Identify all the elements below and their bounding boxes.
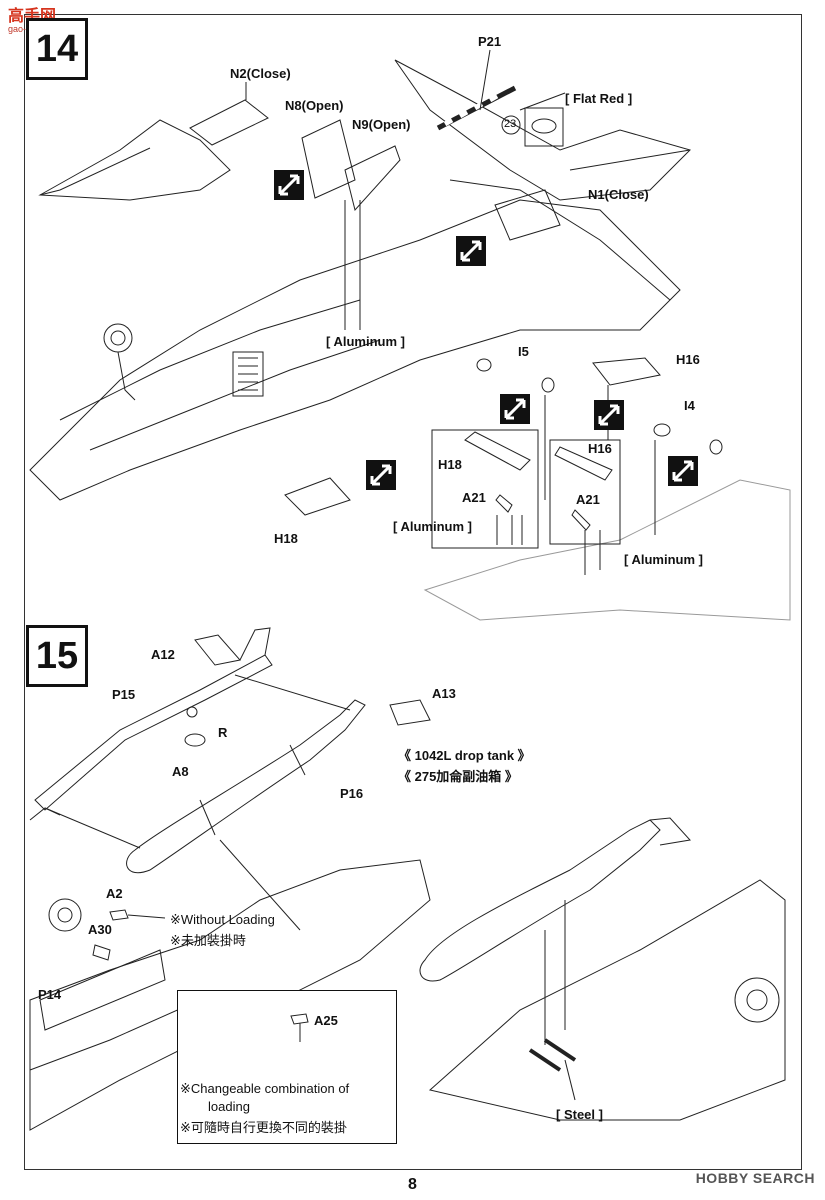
nose-gear-wheel — [103, 323, 133, 353]
label-a8: A8 — [172, 764, 189, 779]
label-aluminum-2: [ Aluminum ] — [393, 519, 472, 534]
detail-23-frame — [524, 107, 564, 147]
flip-over-icon — [504, 398, 526, 420]
part-a12 — [194, 634, 241, 666]
flip-marker-5 — [668, 456, 698, 486]
detail-box-left — [431, 429, 539, 549]
part-a2 — [109, 909, 129, 921]
door-n1 — [494, 189, 561, 241]
label-h18-box: H18 — [438, 457, 462, 472]
label-p14: P14 — [38, 987, 62, 1002]
door-n2 — [189, 99, 269, 146]
step-14-number: 14 — [26, 18, 88, 80]
label-n8: N8(Open) — [285, 98, 344, 113]
flip-marker-6 — [366, 460, 396, 490]
label-aluminum-1: [ Aluminum ] — [326, 334, 405, 349]
grill-h16 — [554, 446, 613, 481]
part-a21-right — [571, 509, 591, 531]
label-changeable-zh: ※可隨時自行更換不同的裝掛 — [180, 1120, 347, 1135]
wing-underside-right — [428, 879, 786, 1121]
callout-23 — [501, 115, 521, 135]
label-p16: P16 — [340, 786, 364, 801]
step-15-number: 15 — [26, 625, 88, 687]
right-tail — [394, 59, 691, 201]
label-i4: I4 — [684, 398, 695, 413]
wing-underside-left — [29, 859, 431, 1131]
part-r — [186, 706, 198, 718]
pylon-fin — [239, 627, 271, 661]
page-frame — [24, 14, 802, 1170]
part-a21-left — [495, 494, 513, 513]
flip-over-icon — [598, 404, 620, 426]
watermark-bottom-right: HOBBY SEARCH — [696, 1170, 815, 1186]
label-r: R — [218, 725, 228, 740]
label-without-loading-zh: ※未加裝掛時 — [170, 933, 246, 948]
drop-tank-installed — [419, 819, 661, 982]
door-n9 — [344, 145, 401, 212]
plate-h16-top — [592, 357, 661, 386]
watermark-brand: HOBBY SEARCH — [695, 1170, 815, 1186]
label-steel: [ Steel ] — [556, 1107, 603, 1122]
cap-i5-a — [476, 358, 492, 372]
label-h16-box: H16 — [588, 441, 612, 456]
label-a25: A25 — [314, 1013, 338, 1028]
label-a13: A13 — [432, 686, 456, 701]
label-changeable-en-1: ※Changeable combination of — [180, 1081, 350, 1096]
label-p21: P21 — [478, 34, 502, 49]
label-p15: P15 — [112, 687, 136, 702]
drop-tank-p16 — [126, 699, 366, 874]
label-changeable-en-2: loading — [208, 1099, 250, 1114]
flip-over-icon — [278, 174, 300, 196]
cap-i5-b — [541, 377, 555, 393]
left-wing — [38, 119, 231, 201]
label-23: 23 — [504, 118, 517, 130]
label-h16-top: H16 — [676, 352, 700, 367]
label-a2: A2 — [106, 886, 123, 901]
label-n9: N9(Open) — [352, 117, 411, 132]
pylon-p15 — [34, 654, 273, 811]
label-a30: A30 — [88, 922, 112, 937]
label-n2: N2(Close) — [230, 66, 291, 81]
page-number: 8 — [408, 1176, 417, 1193]
steel-weights — [528, 1038, 577, 1072]
label-h18-bottom: H18 — [274, 531, 298, 546]
label-tank-en: 《 1042L drop tank 》 — [398, 748, 531, 763]
part-a25-drawing — [290, 1013, 309, 1042]
label-a21-left: A21 — [462, 490, 486, 505]
underside-detail-area — [423, 479, 791, 621]
label-n1: N1(Close) — [588, 187, 649, 202]
label-tank-zh: 《 275加侖副油箱 》 — [398, 769, 518, 784]
door-n8 — [301, 119, 356, 199]
part-a30 — [92, 944, 111, 961]
flip-marker-3 — [500, 394, 530, 424]
flip-marker-4 — [594, 400, 624, 430]
label-a21-right: A21 — [576, 492, 600, 507]
flip-over-icon — [370, 464, 392, 486]
flip-marker-1 — [274, 170, 304, 200]
label-without-loading-en: ※Without Loading — [170, 912, 275, 927]
pylon-p14 — [39, 949, 166, 1031]
flip-marker-2 — [456, 236, 486, 266]
grill-h18 — [464, 431, 531, 471]
vent-panel — [232, 351, 264, 397]
flip-over-icon — [460, 240, 482, 262]
label-i5: I5 — [518, 344, 529, 359]
label-aluminum-3: [ Aluminum ] — [624, 552, 703, 567]
cap-i4-a — [653, 423, 671, 437]
plate-h18-bottom — [284, 477, 351, 516]
label-a12: A12 — [151, 647, 175, 662]
fuselage — [29, 199, 681, 501]
main-gear-wheel-right — [734, 977, 780, 1023]
loading-note-box: A25 ※Changeable combination of loading ※… — [177, 990, 397, 1144]
label-flat-red: [ Flat Red ] — [565, 91, 633, 106]
main-gear-wheel — [48, 898, 82, 932]
part-a13 — [389, 699, 431, 726]
part-a8 — [184, 733, 206, 747]
flip-over-icon — [672, 460, 694, 482]
cap-i4-b — [709, 439, 723, 455]
